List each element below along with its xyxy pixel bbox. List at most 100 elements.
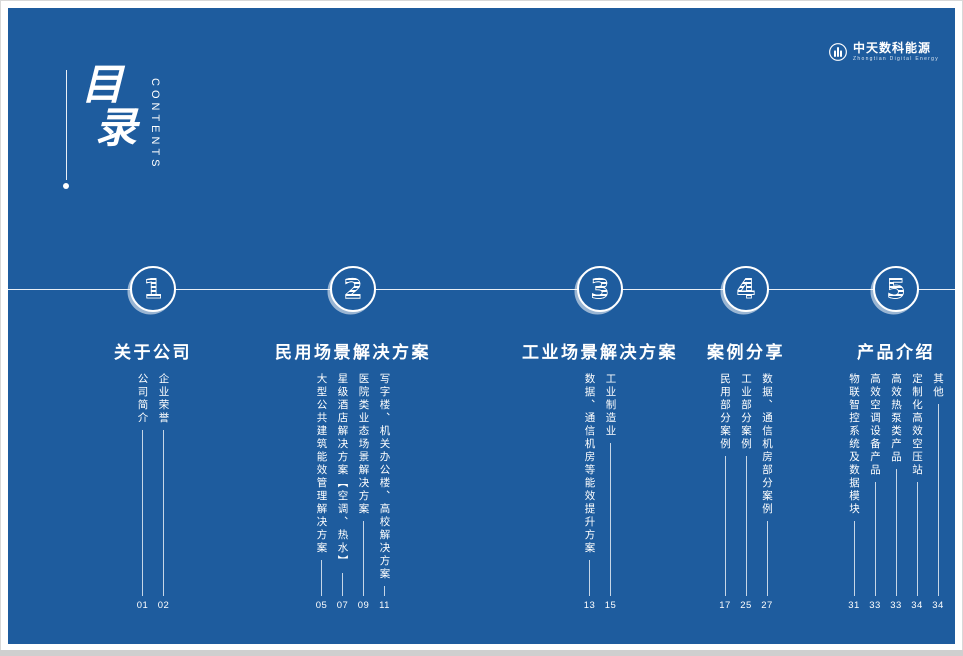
toc-item: 写字楼、机关办公楼、高校解决方案 11 <box>377 373 393 611</box>
section-items: 物联智控系统及数据模块 31 高效空调设备产品 33 高效热泵类产品 33 定制化高效空压站… <box>846 373 946 611</box>
toc-header: 目 录 CONTENTS <box>63 60 162 189</box>
toc-item-leader-line <box>163 430 164 596</box>
toc-section-3: 3 工业场景解决方案数据、通信机房等能效提升方案 13 工业制造业 15 <box>516 266 684 611</box>
page-title-char-2: 录 <box>95 102 138 152</box>
logo-text: 中天数科能源 Zhongtian Digital Energy <box>853 41 939 62</box>
toc-item-page-number: 13 <box>583 600 596 611</box>
section-title: 案例分享 <box>707 343 785 362</box>
toc-item-label: 写字楼、机关办公楼、高校解决方案 <box>378 373 391 581</box>
toc-item-leader-line <box>610 443 611 596</box>
toc-item-leader-line <box>895 469 897 596</box>
toc-item-page-number: 34 <box>911 600 923 611</box>
toc-item-label: 高效空调设备产品 <box>869 373 881 477</box>
decorative-rule <box>63 70 69 189</box>
section-title: 民用场景解决方案 <box>275 343 431 362</box>
toc-item-leader-line <box>342 573 343 596</box>
section-items: 公司简介 01 企业荣誉 02 <box>135 373 172 611</box>
timeline-divider-line <box>8 289 955 290</box>
toc-item-leader-line <box>142 430 143 596</box>
section-items: 大型公共建筑能效管理解决方案 05 星级酒店解决方案【空调、热水】07 医院类业态场景… <box>314 373 393 611</box>
bottom-strip <box>0 650 963 656</box>
toc-item: 企业荣誉 02 <box>156 373 172 611</box>
sections-row: 1 关于公司公司简介 01 企业荣誉 02 2 民用场景解决方案大型公共建筑能效管理解决方案… <box>8 8 955 644</box>
toc-item: 医院类业态场景解决方案 09 <box>356 373 372 611</box>
toc-item: 民用部分案例 17 <box>717 373 733 611</box>
toc-item: 公司简介 01 <box>135 373 151 611</box>
vertical-rule-line <box>65 70 67 180</box>
toc-section-2: 2 民用场景解决方案大型公共建筑能效管理解决方案 05 星级酒店解决方案【空调、热水】… <box>268 266 438 611</box>
toc-item-label: 工业部分案例 <box>740 373 752 451</box>
toc-item-page-number: 11 <box>379 600 390 611</box>
toc-item-page-number: 27 <box>761 600 773 611</box>
toc-item-leader-line <box>766 521 768 596</box>
toc-item-page-number: 33 <box>890 600 902 611</box>
toc-item: 数据、通信机房部分案例 27 <box>759 373 775 611</box>
section-number-badge: 5 <box>873 266 919 312</box>
toc-item: 工业制造业 15 <box>603 373 619 611</box>
toc-item-label: 其他 <box>932 373 944 399</box>
section-items: 民用部分案例 17 工业部分案例 25 数据、通信机房部分案例 27 <box>717 373 775 611</box>
toc-item: 星级酒店解决方案【空调、热水】07 <box>335 373 351 611</box>
section-title: 产品介绍 <box>857 343 935 362</box>
toc-item-page-number: 02 <box>157 600 170 611</box>
toc-item: 大型公共建筑能效管理解决方案 05 <box>314 373 330 611</box>
toc-item-page-number: 31 <box>848 600 860 611</box>
toc-item-leader-line <box>384 586 385 596</box>
toc-item-label: 企业荣誉 <box>157 373 170 425</box>
page-subtitle: CONTENTS <box>149 78 162 171</box>
toc-item-leader-line <box>745 456 747 596</box>
section-number: 4 <box>736 273 756 305</box>
toc-section-4: 4 案例分享民用部分案例 17 工业部分案例 25 数据、通信机房部分案例 27 <box>696 266 796 611</box>
toc-item-label: 数据、通信机房部分案例 <box>761 373 773 516</box>
toc-item-label: 医院类业态场景解决方案 <box>357 373 370 516</box>
toc-item: 数据、通信机房等能效提升方案 13 <box>582 373 598 611</box>
toc-item-leader-line <box>589 560 590 596</box>
toc-item-page-number: 25 <box>740 600 752 611</box>
toc-item-page-number: 07 <box>336 600 349 611</box>
section-number: 2 <box>343 273 363 305</box>
section-number-badge: 1 <box>130 266 176 312</box>
toc-section-5: 5 产品介绍物联智控系统及数据模块 31 高效空调设备产品 33 高效热泵类产品 33 定制化… <box>848 266 944 611</box>
toc-item-page-number: 33 <box>869 600 881 611</box>
toc-item-leader-line <box>937 404 939 596</box>
toc-item-page-number: 15 <box>604 600 617 611</box>
section-number-badge: 4 <box>723 266 769 312</box>
toc-item-label: 物联智控系统及数据模块 <box>848 373 860 516</box>
toc-item-leader-line <box>916 482 918 596</box>
slide-canvas: 目 录 CONTENTS 中天数科能源 Zhongtian Digital En… <box>8 8 955 644</box>
rule-end-dot <box>63 183 69 189</box>
toc-section-1: 1 关于公司公司简介 01 企业荣誉 02 <box>112 266 194 611</box>
company-logo: 中天数科能源 Zhongtian Digital Energy <box>828 41 939 62</box>
toc-item-label: 定制化高效空压站 <box>911 373 923 477</box>
toc-item-label: 工业制造业 <box>604 373 617 438</box>
toc-item-label: 大型公共建筑能效管理解决方案 <box>315 373 328 555</box>
section-number: 5 <box>886 273 906 305</box>
section-number-badge: 3 <box>577 266 623 312</box>
toc-item-label: 数据、通信机房等能效提升方案 <box>583 373 596 555</box>
toc-item-page-number: 17 <box>719 600 731 611</box>
toc-item-label: 高效热泵类产品 <box>890 373 902 464</box>
building-in-circle-icon <box>828 42 848 62</box>
toc-item-label: 公司简介 <box>136 373 149 425</box>
section-title: 工业场景解决方案 <box>522 343 678 362</box>
toc-item-page-number: 05 <box>315 600 328 611</box>
section-items: 数据、通信机房等能效提升方案 13 工业制造业 15 <box>582 373 619 611</box>
toc-item-leader-line <box>363 521 364 596</box>
toc-item: 定制化高效空压站 34 <box>909 373 925 611</box>
toc-item-leader-line <box>321 560 322 596</box>
toc-item-leader-line <box>874 482 876 596</box>
toc-item: 高效热泵类产品 33 <box>888 373 904 611</box>
section-number: 3 <box>590 273 610 305</box>
page-title-char-1: 目 <box>81 60 124 109</box>
logo-tagline: Zhongtian Digital Energy <box>853 55 939 62</box>
toc-item-page-number: 09 <box>357 600 370 611</box>
toc-item-label: 民用部分案例 <box>719 373 731 451</box>
toc-item-leader-line <box>724 456 726 596</box>
toc-item-leader-line <box>853 521 855 596</box>
toc-item: 工业部分案例 25 <box>738 373 754 611</box>
section-title: 关于公司 <box>114 343 192 362</box>
toc-item: 高效空调设备产品 33 <box>867 373 883 611</box>
toc-item-page-number: 01 <box>136 600 149 611</box>
toc-item: 物联智控系统及数据模块 31 <box>846 373 862 611</box>
